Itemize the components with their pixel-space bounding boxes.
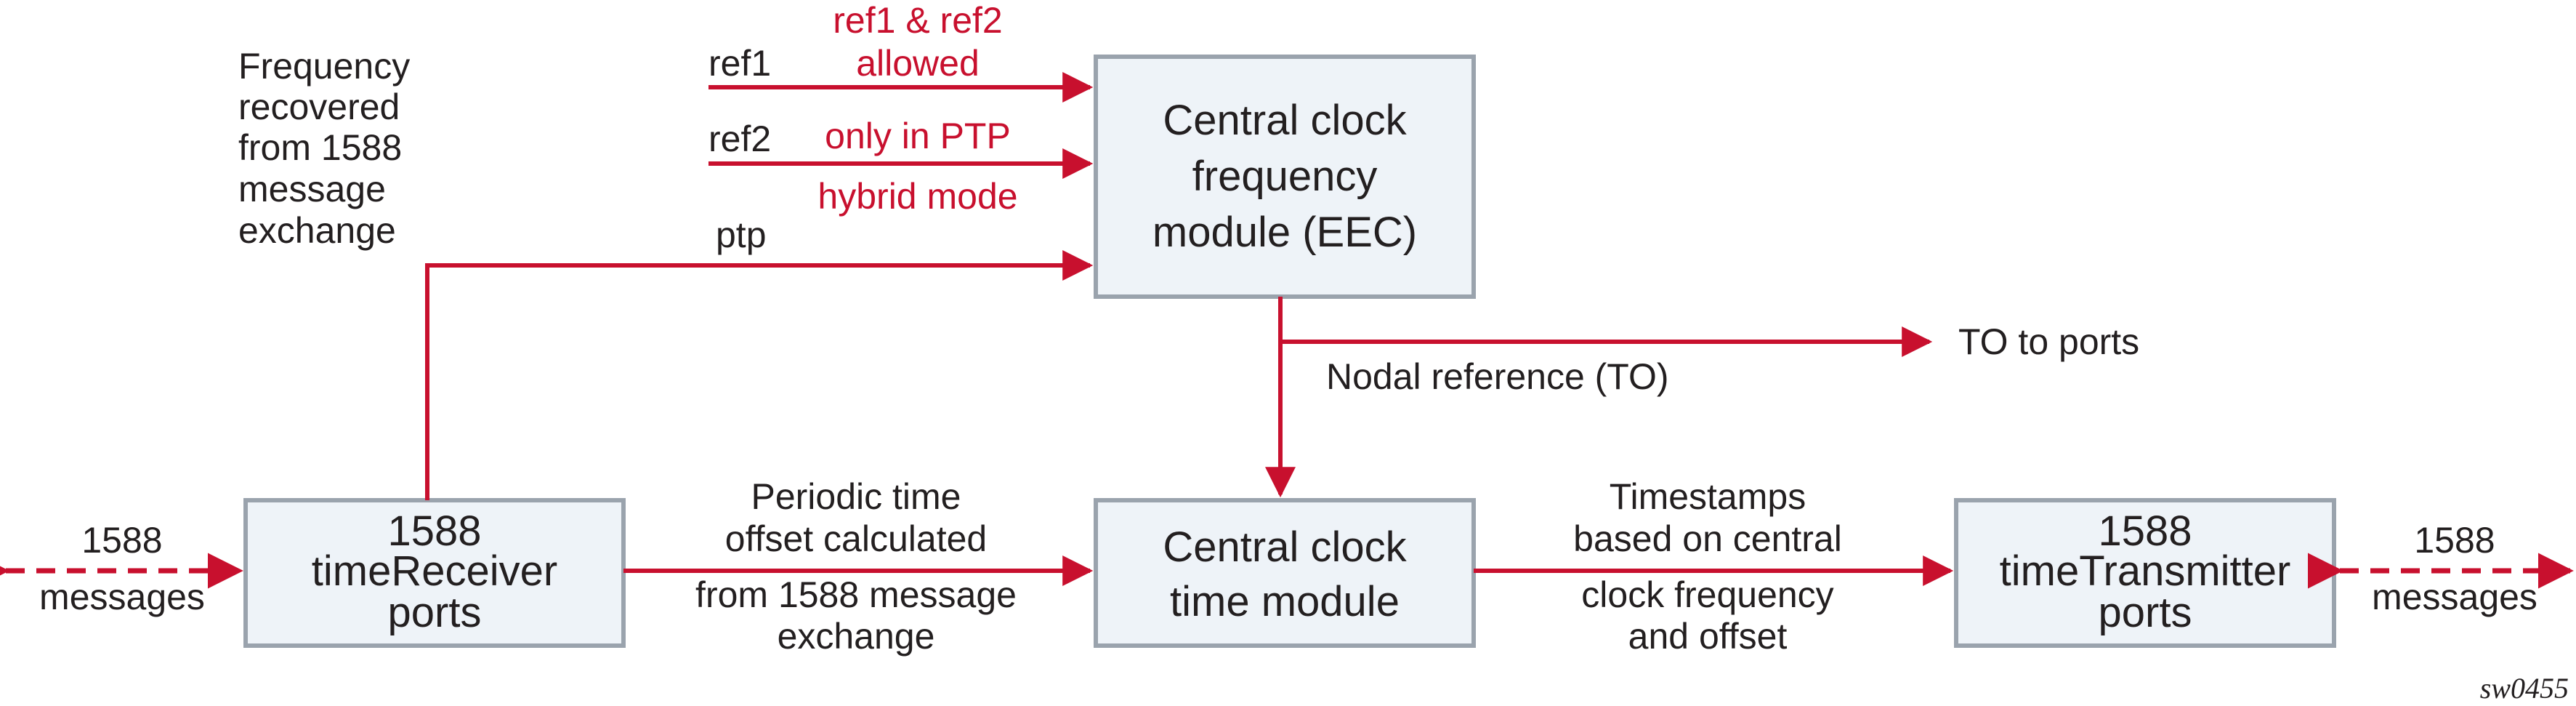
eec-box bbox=[1094, 55, 1476, 299]
svg-text:offset calculated: offset calculated bbox=[725, 518, 987, 559]
svg-text:messages: messages bbox=[2372, 577, 2537, 617]
svg-text:Timestamps: Timestamps bbox=[1610, 476, 1806, 517]
ptp-label: ptp bbox=[716, 214, 767, 255]
svg-text:only in PTP: only in PTP bbox=[825, 116, 1011, 156]
svg-text:allowed: allowed bbox=[856, 43, 980, 84]
time-module-box bbox=[1094, 498, 1476, 648]
svg-text:message: message bbox=[238, 169, 386, 209]
left-messages-label: 1588 messages bbox=[39, 520, 205, 617]
svg-text:ports: ports bbox=[2099, 589, 2192, 636]
svg-text:Periodic time: Periodic time bbox=[751, 476, 961, 517]
timestamps-label: Timestamps based on central clock freque… bbox=[1573, 476, 1842, 657]
svg-text:from 1588 message: from 1588 message bbox=[695, 574, 1017, 615]
svg-text:frequency: frequency bbox=[1192, 153, 1378, 200]
svg-text:Central clock: Central clock bbox=[1163, 524, 1407, 571]
ref1-label: ref1 bbox=[708, 43, 771, 84]
transmitter-box-label: 1588 timeTransmitter ports bbox=[2000, 508, 2291, 636]
receiver-box-label: 1588 timeReceiver ports bbox=[312, 508, 557, 636]
ref2-label: ref2 bbox=[708, 119, 771, 159]
ptp-arrow bbox=[425, 250, 1094, 500]
svg-text:ref1 & ref2: ref1 & ref2 bbox=[833, 0, 1002, 41]
svg-text:ports: ports bbox=[388, 589, 482, 636]
svg-text:recovered: recovered bbox=[238, 87, 400, 127]
periodic-offset-label: Periodic time offset calculated from 158… bbox=[695, 476, 1017, 657]
svg-text:based on central: based on central bbox=[1573, 518, 1842, 559]
svg-text:from 1588: from 1588 bbox=[238, 127, 402, 168]
svg-text:1588: 1588 bbox=[2414, 520, 2495, 561]
svg-text:timeReceiver: timeReceiver bbox=[312, 547, 557, 595]
svg-text:module (EEC): module (EEC) bbox=[1152, 209, 1417, 256]
nodal-reference-label: Nodal reference (TO) bbox=[1326, 356, 1668, 397]
receiver-box bbox=[243, 498, 626, 648]
svg-text:and offset: and offset bbox=[1628, 616, 1788, 657]
to-ports-label: TO to ports bbox=[1958, 321, 2139, 362]
svg-text:hybrid mode: hybrid mode bbox=[817, 176, 1017, 217]
svg-text:clock frequency: clock frequency bbox=[1581, 574, 1833, 615]
right-messages-label: 1588 messages bbox=[2372, 520, 2537, 617]
svg-text:1588: 1588 bbox=[81, 520, 162, 561]
svg-text:exchange: exchange bbox=[238, 210, 396, 251]
ref-note-label: ref1 & ref2 allowed only in PTP hybrid m… bbox=[817, 0, 1017, 217]
figure-id: sw0455 bbox=[2480, 672, 2569, 705]
svg-text:time module: time module bbox=[1170, 578, 1400, 625]
time-module-label: Central clock time module bbox=[1163, 524, 1407, 625]
svg-text:exchange: exchange bbox=[778, 616, 935, 657]
svg-text:Central clock: Central clock bbox=[1163, 97, 1407, 144]
svg-text:1588: 1588 bbox=[2098, 508, 2192, 555]
frequency-recovered-label: Frequency recovered from 1588 message ex… bbox=[238, 46, 410, 251]
svg-text:Frequency: Frequency bbox=[238, 46, 410, 87]
svg-text:messages: messages bbox=[39, 577, 205, 617]
svg-text:1588: 1588 bbox=[387, 508, 481, 555]
svg-text:timeTransmitter: timeTransmitter bbox=[2000, 547, 2291, 595]
eec-box-label: Central clock frequency module (EEC) bbox=[1152, 97, 1417, 256]
